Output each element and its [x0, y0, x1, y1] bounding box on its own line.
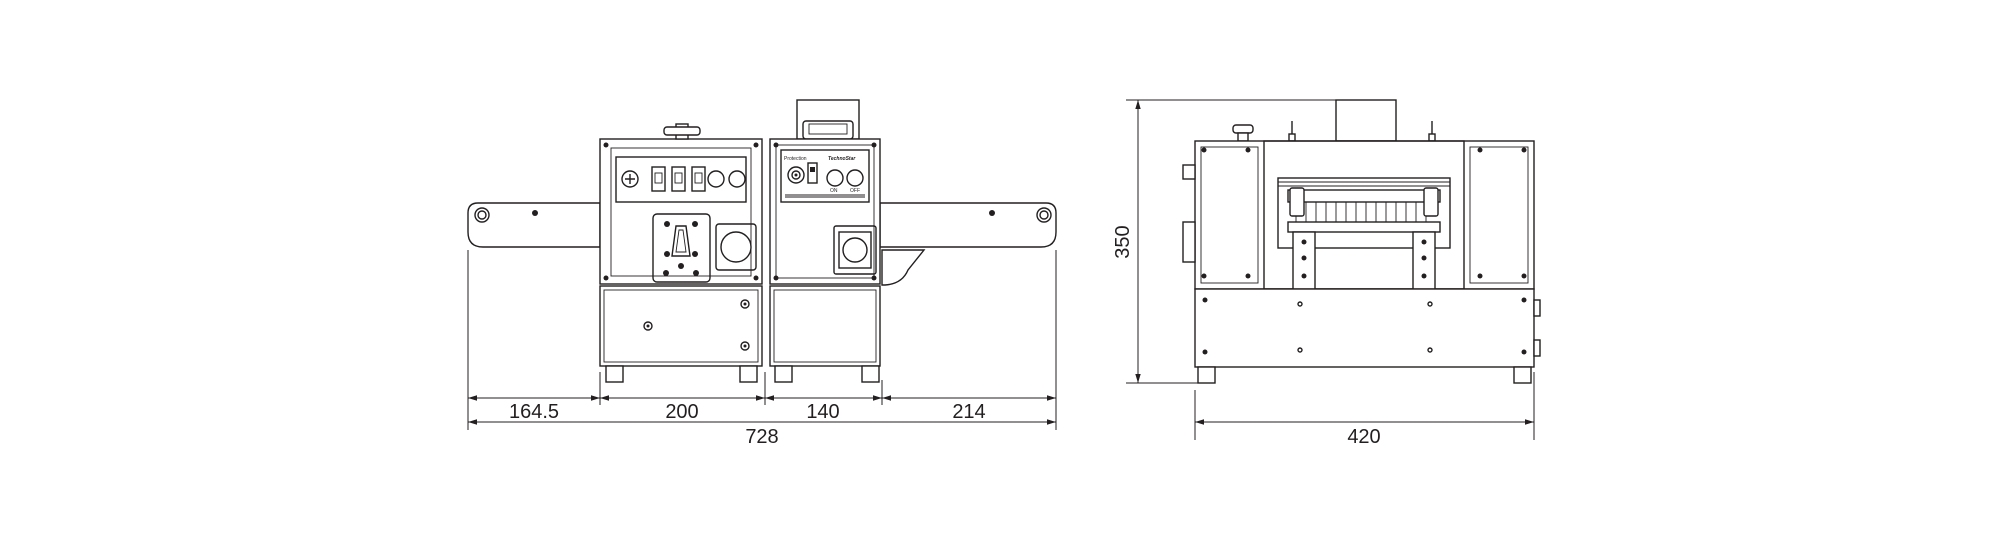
left-housing-upper — [599, 123, 763, 285]
side-dimension-lines — [1126, 99, 1535, 440]
dim-left-body: 200 — [665, 401, 698, 423]
right-conveyor-wing — [879, 202, 1057, 286]
dim-overall-width: 728 — [745, 426, 778, 448]
button-off-label: OFF — [850, 188, 860, 194]
front-view: Protection TechnoStar ON OFF — [467, 99, 1057, 448]
button-on-label: ON — [830, 188, 838, 194]
side-view: 350 420 — [1112, 99, 1541, 448]
dim-right-wing: 214 — [952, 401, 985, 423]
side-inner-mechanism — [1277, 177, 1451, 290]
right-housing-upper: Protection TechnoStar ON OFF — [769, 99, 881, 285]
dim-left-wing: 164.5 — [509, 401, 559, 423]
left-housing-lower — [599, 285, 763, 383]
brand-script-label: TechnoStar — [828, 156, 856, 162]
dim-right-body: 140 — [806, 401, 839, 423]
dim-height: 350 — [1112, 225, 1134, 258]
dim-depth: 420 — [1347, 426, 1380, 448]
front-dimension-lines — [467, 250, 1057, 430]
left-conveyor-wing — [467, 202, 601, 248]
right-housing-lower — [769, 285, 881, 383]
brand-small-label: Protection — [784, 156, 807, 162]
